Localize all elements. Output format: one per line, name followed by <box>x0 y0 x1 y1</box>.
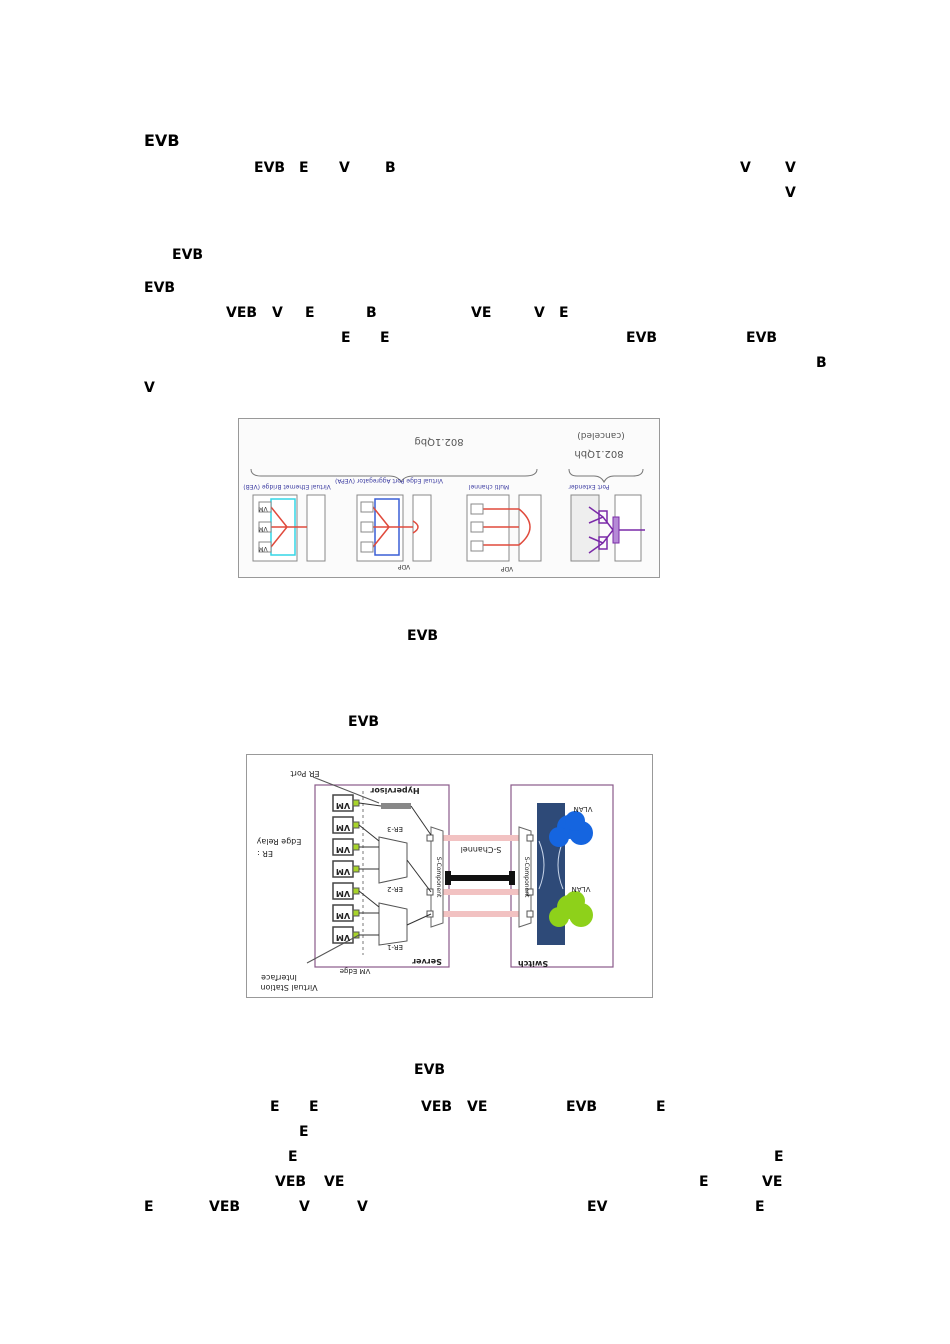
fig1-vm-label: VM <box>258 525 267 532</box>
text-token: E <box>305 305 315 321</box>
fig2-vlan-blue: VLAN <box>574 805 593 813</box>
text-token: EVB <box>144 280 176 296</box>
fig1-panel-title-veb: Virtual Ethernet Bridge (VEB) <box>243 483 330 490</box>
text-token: VE <box>471 305 492 321</box>
figure-evb-modes-svg: 802.1Qbg 802.1Qbh (canceled) Virtual Eth… <box>243 430 645 572</box>
figure-1-caption: EVB <box>407 628 439 644</box>
text-token: E <box>309 1099 319 1115</box>
text-token: V <box>785 160 796 176</box>
fig2-vm-edge: VM Edge <box>340 967 371 975</box>
fig2-vsi-2: Interface <box>261 973 297 982</box>
text-token: V <box>272 305 283 321</box>
fig2-vm-label: VM <box>336 911 350 920</box>
figure-evb-modes: 802.1Qbg 802.1Qbh (canceled) Virtual Eth… <box>238 418 660 578</box>
fig2-vsi-1: Virtual Station <box>260 983 317 992</box>
text-token: E <box>774 1149 784 1165</box>
fig2-er-legend: ER : <box>257 849 273 858</box>
fig2-server: Server <box>412 957 442 966</box>
text-token: VE <box>467 1099 488 1115</box>
text-token: E <box>699 1174 709 1190</box>
fig2-edge-relay: Edge Relay <box>256 837 301 846</box>
text-token: VE <box>762 1174 783 1190</box>
text-token: V <box>299 1199 310 1215</box>
text-token: EVB <box>254 160 286 176</box>
text-token: E <box>299 1124 309 1140</box>
fig2-vm-label: VM <box>336 933 350 942</box>
text-token: E <box>341 330 351 346</box>
text-token: E <box>755 1199 765 1215</box>
text-token: V <box>785 185 796 201</box>
text-token: E <box>380 330 390 346</box>
text-token: EV <box>587 1199 608 1215</box>
text-token: VE <box>324 1174 345 1190</box>
text-token: V <box>534 305 545 321</box>
fig2-s-component-right: S-Component <box>523 857 530 898</box>
fig1-vdp-label: VDP <box>500 565 513 572</box>
fig2-er2: ER-2 <box>387 885 403 893</box>
text-token: E <box>656 1099 666 1115</box>
text-token: VEB <box>209 1199 241 1215</box>
fig2-er1: ER-1 <box>387 943 403 951</box>
text-token: B <box>366 305 377 321</box>
fig2-er3: ER-3 <box>387 825 403 833</box>
text-token: VEB <box>226 305 258 321</box>
fig1-panel-title-port: Port Extender <box>568 483 609 490</box>
text-token: E <box>559 305 569 321</box>
text-token: EVB <box>746 330 778 346</box>
text-token: E <box>288 1149 298 1165</box>
fig1-vm-label: VM <box>258 505 267 512</box>
figure-evb-architecture-svg: ER Port Hypervisor ER : Edge Relay ER-3 … <box>256 769 614 992</box>
fig1-panel-title-vepa: Virtual Edge Port Aggregator (VEPA) <box>335 477 443 484</box>
text-token: E <box>299 160 309 176</box>
text-token: EVB <box>172 247 204 263</box>
fig2-switch: Switch <box>518 959 548 968</box>
fig2-vm-label: VM <box>336 867 350 876</box>
text-token: V <box>339 160 350 176</box>
text-token: EVB <box>626 330 658 346</box>
fig2-vm-label: VM <box>336 823 350 832</box>
figure-2-caption: EVB <box>414 1062 446 1078</box>
fig1-vdp-label: VDP <box>397 563 410 570</box>
fig1-brace-right-note: (canceled) <box>577 430 624 440</box>
fig2-vm-label: VM <box>336 801 350 810</box>
figure-2-title: EVB <box>348 714 380 730</box>
fig1-brace-left-label: 802.1Qbg <box>414 436 463 447</box>
vlan-cloud-green <box>549 891 593 927</box>
text-token: E <box>270 1099 280 1115</box>
fig1-vm-label: VM <box>258 545 267 552</box>
vm-stack <box>332 794 360 944</box>
text-token: V <box>357 1199 368 1215</box>
fig2-er-port: ER Port <box>290 769 319 778</box>
text-token: VEB <box>275 1174 307 1190</box>
fig2-s-channel: S-Channel <box>461 845 502 854</box>
figure-evb-architecture: ER Port Hypervisor ER : Edge Relay ER-3 … <box>246 754 653 998</box>
fig1-panel-title-multi: Multi channel <box>469 483 510 490</box>
section-heading: EVB <box>144 131 180 150</box>
vlan-cloud-blue <box>549 811 593 847</box>
text-token: VEB <box>421 1099 453 1115</box>
text-token: V <box>144 380 155 396</box>
text-token: B <box>816 355 827 371</box>
text-token: V <box>740 160 751 176</box>
text-token: EVB <box>566 1099 598 1115</box>
fig1-brace-right-label: 802.1Qbh <box>574 448 623 459</box>
fig2-hypervisor: Hypervisor <box>370 786 419 795</box>
fig2-vm-label: VM <box>336 845 350 854</box>
text-token: B <box>385 160 396 176</box>
fig2-vm-label: VM <box>336 889 350 898</box>
fig2-s-component-left: S-Component <box>435 857 442 898</box>
fig2-vlan-green: VLAN <box>572 885 591 893</box>
text-token: E <box>144 1199 154 1215</box>
